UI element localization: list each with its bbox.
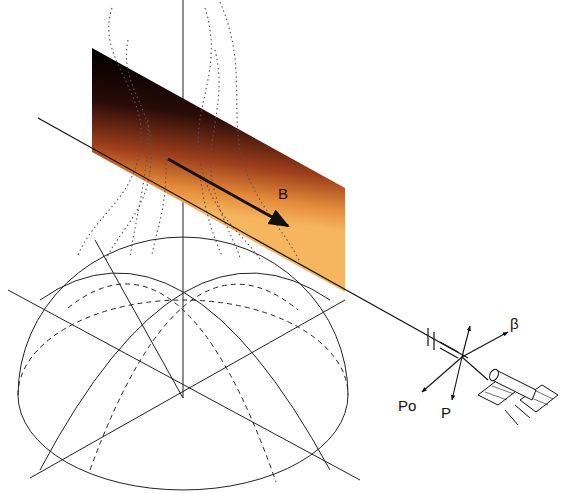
sun-hemisphere	[8, 237, 360, 490]
vector-label: P	[441, 405, 451, 420]
line-of-sight	[38, 118, 468, 358]
vector-label: β	[510, 316, 519, 331]
vector-label: Po	[398, 398, 416, 413]
spacecraft	[478, 368, 558, 425]
field-label: B	[278, 186, 288, 201]
polarizer-symbol	[428, 328, 458, 358]
field-vector	[168, 159, 288, 226]
field-lines	[78, 2, 300, 262]
